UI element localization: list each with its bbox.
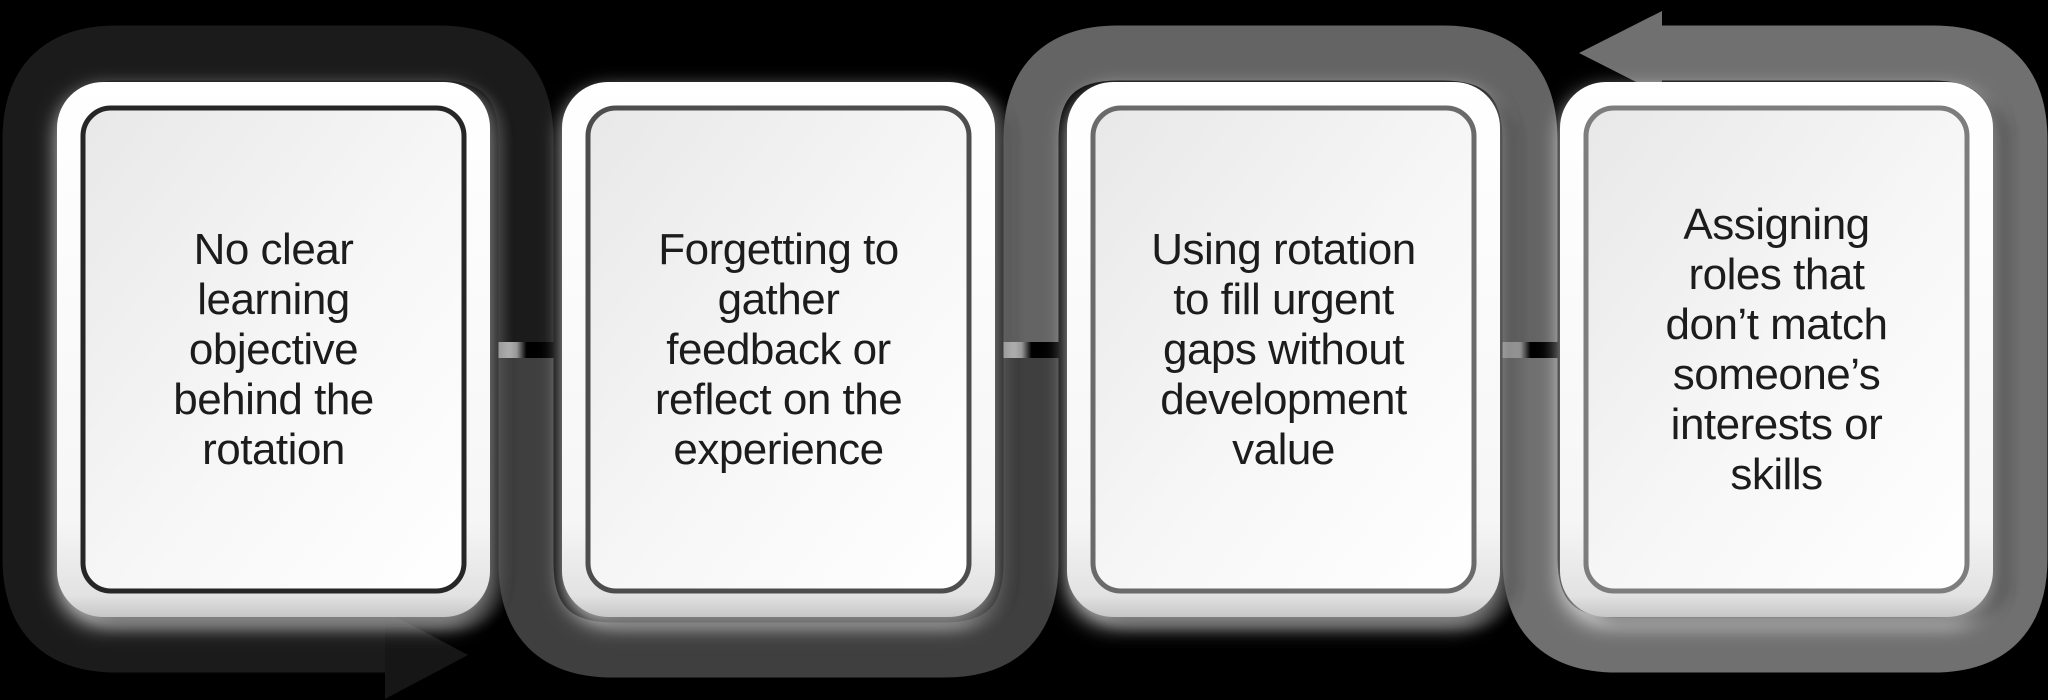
cycle-arrow-right-icon	[385, 611, 468, 699]
loop-4	[1502, 25, 2048, 673]
card-4	[1560, 82, 1993, 617]
link-crossover-3	[1502, 342, 1558, 358]
loop-1	[2, 25, 554, 673]
card-4-panel	[1583, 105, 1970, 594]
card-2-panel	[585, 105, 972, 594]
loop-3	[1003, 25, 1558, 346]
card-3	[1067, 82, 1500, 617]
card-1	[57, 82, 490, 617]
cycle-arrow-left-icon	[1579, 11, 1662, 95]
chain-loops	[2, 11, 2048, 699]
link-crossover-1	[498, 342, 554, 358]
loop-2	[498, 352, 1059, 678]
card-3-panel	[1090, 105, 1477, 594]
cards	[57, 82, 1993, 617]
link-crossover-2	[1003, 342, 1059, 358]
card-1-panel	[80, 105, 467, 594]
card-2	[562, 82, 995, 617]
